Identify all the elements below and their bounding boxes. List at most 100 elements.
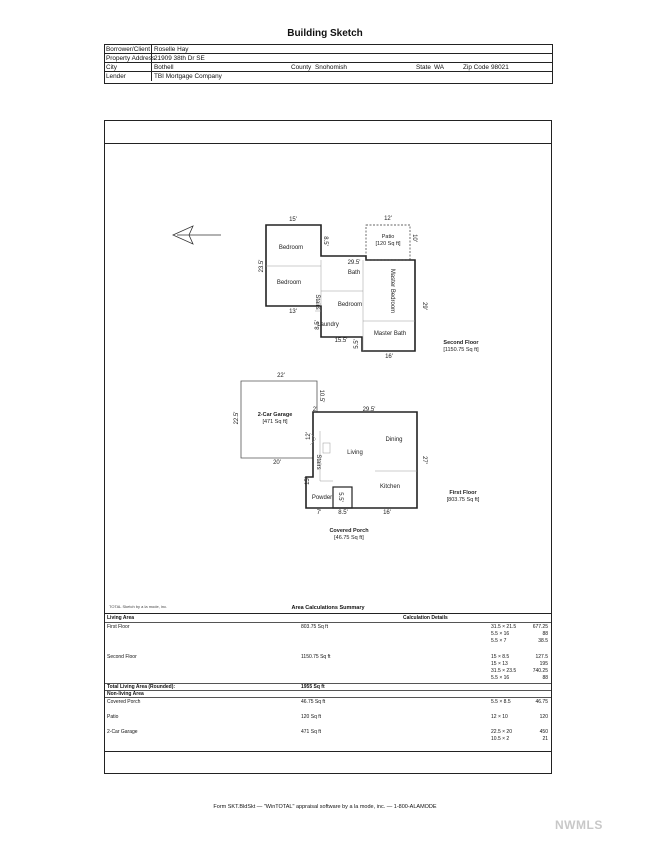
calc-expr: 5.5 × 16 [491, 675, 510, 681]
calc-value: 450 [539, 729, 548, 735]
ff-room-powder: Powder [312, 495, 332, 501]
second-floor-label: Second Floor [443, 340, 479, 346]
address-value: 21909 38th Dr SE [154, 55, 205, 62]
lender-value: TBI Mortgage Company [154, 73, 222, 80]
calc-value: 740.25 [532, 668, 548, 674]
form-footer: Form SKT.BldSkt — "WinTOTAL" appraisal s… [213, 804, 437, 810]
city-value: Bothell [154, 64, 174, 71]
calc-expr: 12 × 10 [491, 714, 508, 720]
calc-value: 21 [542, 736, 548, 742]
zip-label: Zip Code [463, 64, 489, 71]
garage-dim-top: 22' [277, 373, 285, 379]
borrower-value: Roselle Hay [154, 46, 189, 53]
zip-value: 98021 [491, 64, 509, 71]
sf-room-stairs: Stairs [314, 294, 320, 309]
calc-expr: 5.5 × 8.5 [491, 699, 511, 705]
sf-room-master-bath: Master Bath [374, 331, 406, 337]
sf-room-master-bedroom: Master Bedroom [389, 269, 395, 313]
garage-label: 2-Car Garage [258, 412, 293, 418]
row-area: 120 Sq ft [301, 714, 322, 720]
second-floor-walls [266, 260, 415, 351]
calc-value: 127.5 [535, 654, 548, 660]
garage-dim-left: 22.5' [234, 412, 240, 425]
calc-value: 677.25 [532, 624, 548, 630]
county-value: Snohomish [315, 64, 347, 71]
sf-room-bedroom-1: Bedroom [279, 245, 303, 251]
total-living-label: Total Living Area (Rounded): [107, 684, 176, 690]
sketch-frame: 15' 8.5' 23.5' 13' 8.5' 15.5' 5.5' 16' 2… [104, 120, 552, 774]
row-area: 803.75 Sq ft [301, 624, 328, 630]
calc-expr: 31.5 × 21.5 [491, 624, 517, 630]
calc-expr: 22.5 × 20 [491, 729, 512, 735]
calc-expr: 5.5 × 16 [491, 631, 510, 637]
calc-value: 120 [539, 714, 548, 720]
patio-dim-width: 12' [384, 216, 392, 222]
ff-dim-left: 12' [306, 432, 312, 440]
sf-dim-top: 15' [289, 217, 297, 223]
ff-dim-bottom-right: 16' [383, 510, 391, 516]
floor-plan-sketch: 15' 8.5' 23.5' 13' 8.5' 15.5' 5.5' 16' 2… [172, 216, 480, 541]
first-floor-walls [309, 431, 417, 482]
lender-row: Lender TBI Mortgage Company [105, 72, 552, 81]
calc-value: 46.75 [535, 699, 548, 705]
calc-expr: 31.5 × 23.5 [491, 668, 517, 674]
borrower-row: Borrower/Client Roselle Hay [105, 45, 552, 54]
state-value: WA [434, 64, 445, 71]
covered-porch-outline [332, 486, 353, 509]
calc-expr: 15 × 8.5 [491, 654, 510, 660]
sf-room-laundry: Laundry [317, 322, 339, 328]
first-floor-label: First Floor [449, 490, 477, 496]
first-floor-outline [305, 411, 418, 509]
row-name: First Floor [107, 624, 130, 630]
garage-dim-bottom: 20' [273, 460, 281, 466]
non-living-header: Non-living Area [107, 691, 144, 697]
patio-outline [365, 224, 411, 261]
sf-room-bedroom-3: Bedroom [338, 302, 362, 308]
header-table: Borrower/Client Roselle Hay Property Add… [104, 44, 553, 84]
sf-dim-bottom: 15.5' [335, 338, 348, 344]
ff-dim-lower-left: 15' [305, 477, 311, 485]
second-floor-area: [1150.75 Sq ft] [443, 347, 479, 353]
garage-area: [471 Sq ft] [262, 419, 288, 425]
calc-expr: 5.5 × 7 [491, 638, 507, 644]
ff-dim-porch-depth: 5.5' [337, 492, 343, 502]
row-area: 471 Sq ft [301, 729, 322, 735]
calc-value: 88 [542, 675, 548, 681]
calc-expr: 10.5 × 2 [491, 736, 510, 742]
county-label: County [291, 64, 312, 71]
row-name: 2-Car Garage [107, 729, 138, 735]
patio-label: Patio [382, 234, 395, 240]
living-area-header: Living Area [107, 615, 135, 621]
sf-room-bath: Bath [348, 270, 360, 276]
row-name: Patio [107, 714, 119, 720]
summary-title: Area Calculations Summary [291, 605, 365, 611]
ff-dim-porch: 8.5' [338, 510, 348, 516]
frame-bottom-band [105, 751, 551, 752]
page-title: Building Sketch [287, 28, 363, 39]
ff-room-stairs: Stairs [315, 454, 321, 469]
calc-value: 38.5 [538, 638, 548, 644]
sf-dim-right: 29' [421, 302, 427, 310]
ff-dim-right: 27' [421, 456, 427, 464]
row-area: 46.75 Sq ft [301, 699, 326, 705]
sf-dim-lower: 8.5' [315, 320, 321, 330]
row-name: Covered Porch [107, 699, 141, 705]
sf-dim-step: 5.5' [354, 339, 360, 349]
ff-dim-jog: 2' [313, 407, 317, 413]
city-row: City Bothell County Snohomish State WA Z… [105, 63, 552, 72]
first-floor-area: [803.75 Sq ft] [447, 497, 480, 503]
sf-dim-base: 16' [385, 354, 393, 360]
calc-details-header: Calculation Details [403, 615, 448, 621]
garage-dim-jog: 10.5' [318, 390, 324, 403]
sf-dim-mid: 13' [289, 309, 297, 315]
ff-room-dining: Dining [385, 437, 402, 443]
calc-value: 195 [539, 661, 548, 667]
sf-dim-upper: 29.5' [348, 260, 361, 266]
borrower-label: Borrower/Client [106, 46, 151, 53]
city-label: City [106, 64, 118, 71]
ff-room-kitchen: Kitchen [380, 484, 400, 490]
sketch-credit: TOTAL Sketch by a la mode, inc. [109, 604, 168, 609]
sf-room-bedroom-2: Bedroom [277, 280, 301, 286]
porch-label: Covered Porch [329, 528, 369, 534]
north-arrow-icon [172, 225, 221, 245]
